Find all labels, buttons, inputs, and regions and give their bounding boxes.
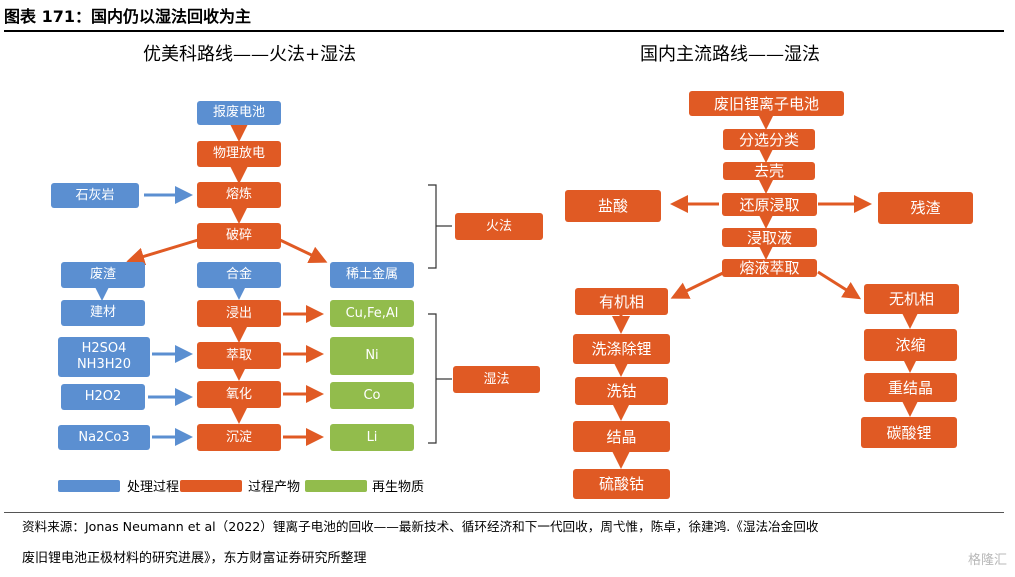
- node-hcl: 盐酸: [565, 190, 661, 222]
- node-slag: 废渣: [61, 262, 145, 288]
- node-sorting: 分选分类: [723, 129, 815, 150]
- node-inorganic-phase: 无机相: [864, 284, 959, 314]
- node-cobalt-washing: 洗钴: [575, 377, 668, 405]
- node-oxidation: 氧化: [197, 381, 281, 408]
- node-cu-fe-al: Cu,Fe,Al: [330, 300, 414, 327]
- legend-swatch-intermediate: [180, 480, 242, 492]
- source-divider: [4, 512, 1004, 513]
- node-reductive-leaching: 还原浸取: [722, 193, 817, 216]
- node-recrystallization: 重结晶: [864, 373, 957, 402]
- node-limestone: 石灰岩: [51, 183, 139, 208]
- legend-label-process: 处理过程: [127, 480, 180, 495]
- node-co: Co: [330, 382, 414, 409]
- source-line-2: 废旧锂电池正极材料的研究进展》，东方财富证券研究所整理: [22, 551, 367, 566]
- title-divider: [4, 30, 1004, 32]
- node-na2co3: Na2Co3: [58, 425, 150, 450]
- watermark-logo: 格隆汇: [967, 553, 1007, 568]
- node-waste-li-battery: 废旧锂离子电池: [689, 91, 844, 116]
- node-crushing: 破碎: [197, 223, 281, 249]
- legend-label-intermediate: 过程产物: [248, 480, 301, 495]
- node-leachate: 浸取液: [722, 228, 817, 247]
- figure-title: 图表 171：国内仍以湿法回收为主: [4, 7, 251, 26]
- node-leaching: 浸出: [197, 300, 281, 327]
- node-h2so4-nh3h2o: H2SO4 NH3H20: [58, 337, 150, 377]
- node-li: Li: [330, 424, 414, 451]
- node-alloy: 合金: [197, 262, 281, 288]
- right-subtitle: 国内主流路线——湿法: [640, 44, 820, 65]
- left-subtitle: 优美科路线——火法+湿法: [143, 44, 357, 65]
- node-cobalt-sulfate: 硫酸钴: [573, 469, 670, 499]
- legend-label-recycled: 再生物质: [372, 480, 425, 495]
- stage-label-hydro: 湿法: [453, 366, 540, 393]
- node-washing-li-removal: 洗涤除锂: [573, 334, 670, 364]
- node-extraction: 萃取: [197, 342, 281, 369]
- node-building-material: 建材: [61, 300, 145, 326]
- node-scrap-battery: 报废电池: [197, 101, 281, 125]
- node-h2o2: H2O2: [61, 384, 145, 410]
- node-lithium-carbonate: 碳酸锂: [861, 417, 957, 448]
- node-ni: Ni: [330, 337, 414, 375]
- node-rare-earth: 稀土金属: [330, 262, 414, 288]
- node-residue: 残渣: [878, 192, 973, 224]
- node-physical-discharge: 物理放电: [197, 141, 281, 167]
- source-line-1: 资料来源：Jonas Neumann et al（2022）锂离子电池的回收——…: [22, 519, 819, 534]
- node-organic-phase: 有机相: [575, 288, 668, 315]
- stage-label-pyro: 火法: [455, 213, 543, 240]
- legend-swatch-recycled: [305, 480, 367, 492]
- node-smelting: 熔炼: [197, 182, 281, 208]
- node-precipitation: 沉淀: [197, 424, 281, 451]
- node-concentration: 浓缩: [864, 329, 957, 361]
- node-solution-extraction: 熔液萃取: [722, 259, 817, 277]
- node-shelling: 去壳: [723, 162, 815, 180]
- legend-swatch-process: [58, 480, 120, 492]
- node-crystallization: 结晶: [573, 421, 670, 452]
